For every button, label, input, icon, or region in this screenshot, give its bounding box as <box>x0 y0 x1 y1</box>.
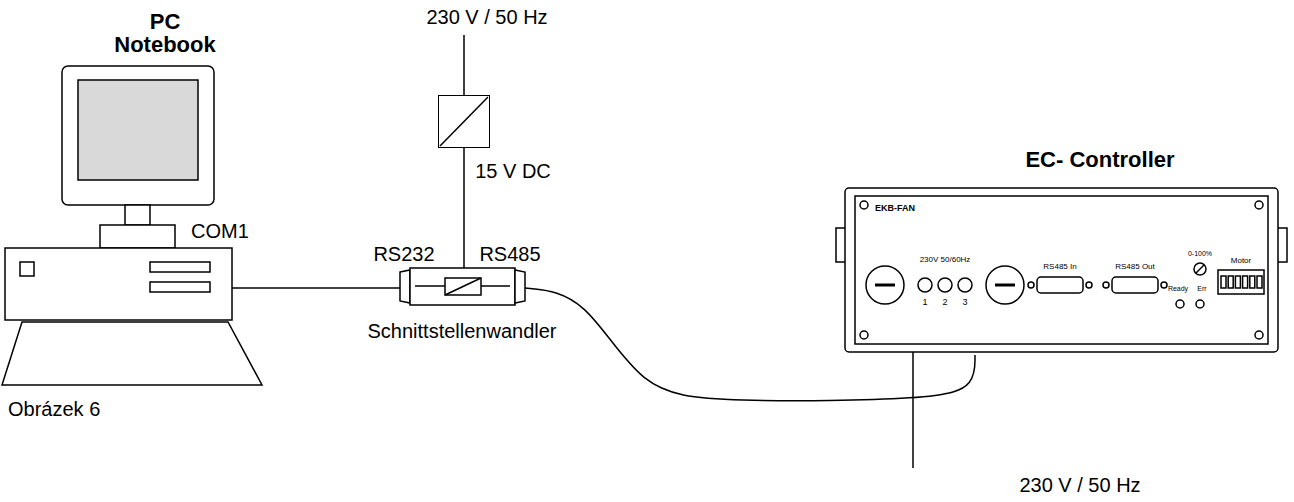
db-connector <box>515 270 525 303</box>
panel-label: RS485 In <box>1043 262 1076 271</box>
interface-label: RS232 <box>373 243 434 266</box>
monitor-neck <box>125 205 150 225</box>
terminal-screw <box>1243 276 1248 288</box>
terminal-number: 3 <box>962 297 967 307</box>
panel-label: RS485 Out <box>1115 262 1155 271</box>
monitor-base <box>100 225 175 248</box>
supply-label: 230 V / 50 Hz <box>426 6 547 29</box>
interface-label: RS485 <box>479 243 540 266</box>
converter-body <box>410 268 515 305</box>
potentiometer <box>1194 263 1206 275</box>
connector-screw <box>1086 282 1092 288</box>
terminal-screw <box>1228 276 1233 288</box>
power-button <box>20 262 34 276</box>
motor-terminal-block <box>1218 270 1264 294</box>
error-led <box>1196 300 1204 308</box>
power-supply-symbol <box>440 97 488 146</box>
rs485-in-connector <box>1037 277 1083 293</box>
pc-illustration <box>2 66 262 385</box>
voltage-label: 15 V DC <box>475 160 551 183</box>
device-name: EC- Controller <box>1025 147 1174 172</box>
terminal-screw <box>1235 276 1240 288</box>
screw <box>860 331 868 339</box>
connector-screw <box>1103 282 1109 288</box>
screw <box>1255 201 1263 209</box>
isolator-diagonal <box>445 278 481 295</box>
cable <box>525 288 975 401</box>
ready-led <box>1176 300 1184 308</box>
terminal-screw <box>1257 276 1262 288</box>
pc-notebook: PC NotebookCOM1 <box>0 10 255 395</box>
controller-housing <box>845 188 1278 352</box>
cable <box>255 287 400 289</box>
device-label: EKB-FAN <box>875 203 915 213</box>
power-supply-box: 15 V DC <box>438 95 490 148</box>
terminal-number: 1 <box>922 297 927 307</box>
interface-converter-symbol <box>400 268 525 305</box>
panel-label: 0-100% <box>1188 250 1212 258</box>
internal-line <box>415 285 445 287</box>
port-name: COM1 <box>191 220 249 243</box>
drive-slot <box>150 262 210 272</box>
drive-slot <box>150 282 210 292</box>
fuse-slot <box>995 284 1015 287</box>
panel-label: 230V 50/60Hz <box>920 255 971 264</box>
supply-label: 230 V / 50 Hz <box>1019 474 1140 497</box>
mains-terminal <box>938 278 952 292</box>
fuse-holder <box>986 266 1024 304</box>
ec-controller: EC- Controller <box>840 145 1282 355</box>
terminal-screws <box>1221 276 1262 288</box>
controller-illustration <box>836 188 1287 468</box>
cable <box>463 148 465 268</box>
fuse-holder <box>866 266 904 304</box>
terminal-number: 2 <box>942 297 947 307</box>
screw <box>1255 331 1263 339</box>
converter-diagonal <box>440 97 488 146</box>
com-cable-stub <box>232 287 255 289</box>
panel-label: Ready <box>1168 285 1188 293</box>
connector-screw <box>1161 282 1167 288</box>
potentiometer-slot <box>1196 265 1204 273</box>
connector-screw <box>1028 282 1034 288</box>
keyboard <box>2 322 262 385</box>
device-name: PC Notebook <box>105 10 225 56</box>
screw <box>860 201 868 209</box>
device-name: Schnittstellenwandler <box>368 320 557 343</box>
internal-line <box>481 285 510 287</box>
monitor-housing <box>62 66 214 205</box>
isolator-element <box>445 278 481 295</box>
fuse-slot <box>875 284 895 287</box>
terminal-screw <box>1250 276 1255 288</box>
rs485-out-connector <box>1112 277 1158 293</box>
db-connector <box>400 270 410 303</box>
interface-converter: Schnittstellenwandler <box>400 268 525 305</box>
monitor-screen <box>78 80 198 180</box>
mains-wire <box>463 35 465 95</box>
panel-label: Err <box>1197 285 1206 293</box>
computer-case <box>5 248 232 320</box>
panel-label: Motor <box>1231 256 1251 265</box>
figure-caption: Obrázek 6 <box>8 398 100 421</box>
terminal-screw <box>1221 276 1226 288</box>
mains-wire <box>912 352 914 468</box>
mains-terminal <box>918 278 932 292</box>
front-panel <box>855 196 1268 344</box>
mains-terminal <box>958 278 972 292</box>
